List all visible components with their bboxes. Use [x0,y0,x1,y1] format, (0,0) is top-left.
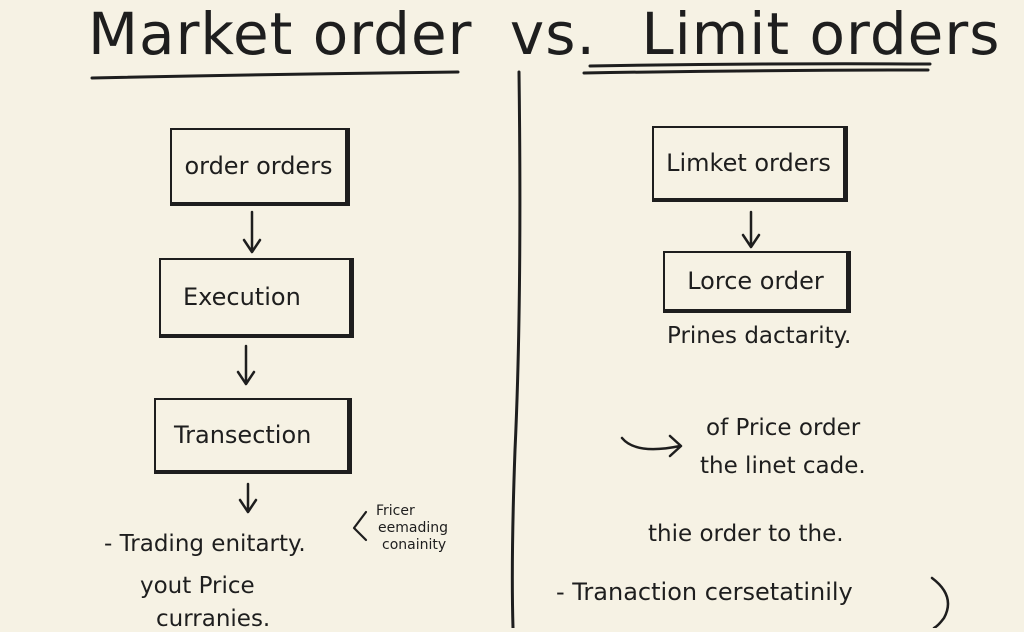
right-bracket [930,576,950,628]
box-lorce-order-label: Lorce order [687,267,824,295]
arrow-down-right [741,210,761,249]
box-lorce-order: Lorce order [663,251,851,313]
right-caption-prines: Prines dactarity. [667,323,852,349]
box-order-orders: order orders [170,128,350,206]
title-market-order: Market order [88,0,473,68]
box-limket-orders-label: Limket orders [666,149,831,177]
box-limket-orders: Limket orders [652,126,848,202]
left-bullet-trading: - Trading enitarty. [104,531,306,557]
right-bullet-tranaction: - Tranaction cersetatinily [556,578,853,606]
arrow-down-2 [236,344,256,386]
right-line-of-price-order: of Price order [706,415,861,441]
side-note: Fricer eemading conainity [376,503,448,554]
arrow-down-1 [242,210,262,254]
box-transection: Transection [154,398,352,474]
box-transection-label: Transection [174,421,312,449]
side-note-line-2: eemading [378,520,448,536]
right-title-underline-2 [582,68,930,75]
box-execution: Execution [159,258,354,338]
side-note-line-1: Fricer [376,503,415,519]
box-order-orders-label: order orders [184,152,333,180]
side-note-arrow [352,510,368,542]
page-title: Market order vs. Limit orders [88,0,999,68]
side-note-line-3: conainity [382,537,447,553]
right-line-linet-cade: the linet cade. [700,453,866,479]
left-line-yout-price: yout Price [140,573,255,599]
right-line-thie-order: thie order to the. [648,521,844,547]
title-limit-orders: Limit orders [641,0,1001,68]
left-title-underline [90,70,460,80]
box-execution-label: Execution [183,283,301,311]
title-vs: vs. [509,0,596,68]
center-divider [510,70,522,628]
left-line-curranies: curranies. [156,606,271,632]
curved-arrow-right [620,434,683,458]
arrow-down-3 [238,482,258,514]
